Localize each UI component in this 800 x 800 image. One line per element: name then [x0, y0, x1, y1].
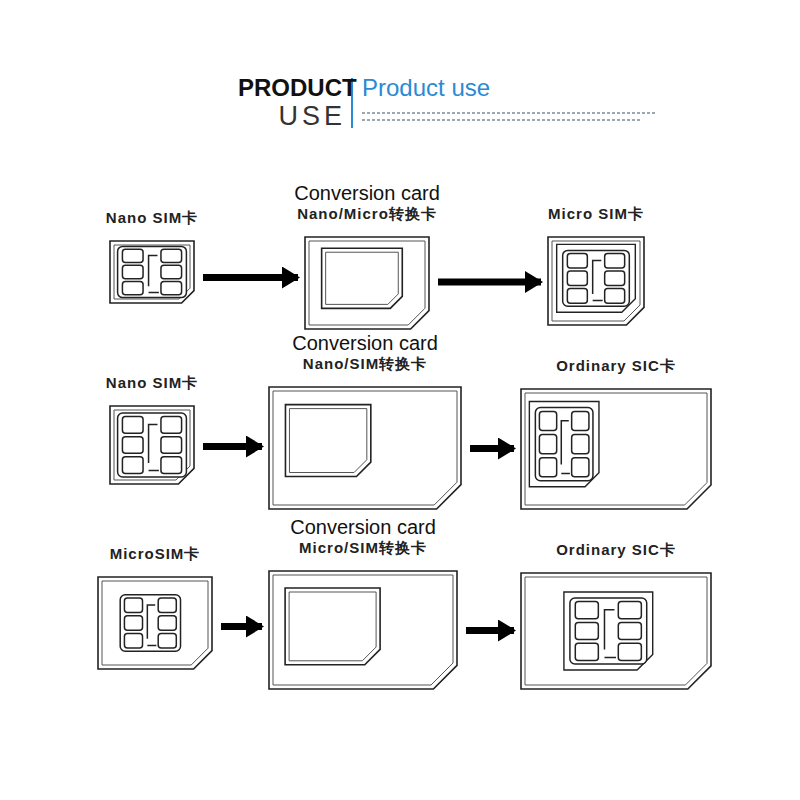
- sim-card: Ordinary SIC卡: [520, 356, 712, 510]
- card-heading: Conversion card: [290, 516, 436, 538]
- card-outline: [268, 386, 462, 510]
- card-drawing: [304, 236, 430, 330]
- sim-card: Nano SIM卡: [106, 373, 198, 485]
- sim-card: Ordinary SIC卡: [520, 540, 712, 690]
- sim-card: Nano SIM卡: [106, 208, 198, 304]
- card-heading: Conversion card: [294, 182, 440, 204]
- card-label: Ordinary SIC卡: [556, 356, 676, 376]
- card-outline: [109, 405, 195, 485]
- card-label: Nano/Micro转换卡: [297, 204, 437, 224]
- fine-print-line: [362, 119, 640, 121]
- card-heading: Conversion card: [292, 332, 438, 354]
- card-drawing: [520, 572, 712, 690]
- card-drawing: [97, 576, 213, 670]
- card-drawing: [268, 386, 462, 510]
- title: Product use: [362, 74, 490, 102]
- card-outline: [268, 570, 458, 690]
- flow-arrow: [203, 274, 298, 281]
- flow-arrow: [466, 627, 514, 634]
- flow-arrow: [438, 279, 541, 286]
- sim-card: Conversion cardMicro/SIM转换卡: [268, 516, 458, 690]
- card-outline: [547, 236, 645, 326]
- flow-arrow: [221, 623, 262, 630]
- flow-arrow: [470, 445, 514, 452]
- card-outline: [520, 388, 712, 510]
- card-label: Micro SIM卡: [548, 204, 644, 224]
- flow-arrow: [203, 443, 262, 450]
- sim-card: MicroSIM卡: [97, 544, 213, 670]
- card-drawing: [520, 388, 712, 510]
- card-drawing: [109, 405, 195, 485]
- sim-card: Conversion cardNano/Micro转换卡: [294, 182, 440, 330]
- header-word: PRODUCT: [238, 74, 357, 102]
- card-label: MicroSIM卡: [110, 544, 201, 564]
- card-label: Ordinary SIC卡: [556, 540, 676, 560]
- card-outline: [520, 572, 712, 690]
- card-drawing: [109, 240, 195, 304]
- card-drawing: [268, 570, 458, 690]
- card-label: Micro/SIM转换卡: [299, 538, 427, 558]
- header-word: USE: [278, 101, 346, 132]
- card-outline: [304, 236, 430, 330]
- fine-print-line: [362, 112, 655, 114]
- card-label: Nano SIM卡: [106, 208, 198, 228]
- card-label: Nano SIM卡: [106, 373, 198, 393]
- sim-card: Conversion cardNano/SIM转换卡: [268, 332, 462, 510]
- card-outline: [109, 240, 195, 304]
- sim-card: Micro SIM卡: [547, 204, 645, 326]
- card-drawing: [547, 236, 645, 326]
- card-label: Nano/SIM转换卡: [303, 354, 427, 374]
- card-outline: [97, 576, 213, 670]
